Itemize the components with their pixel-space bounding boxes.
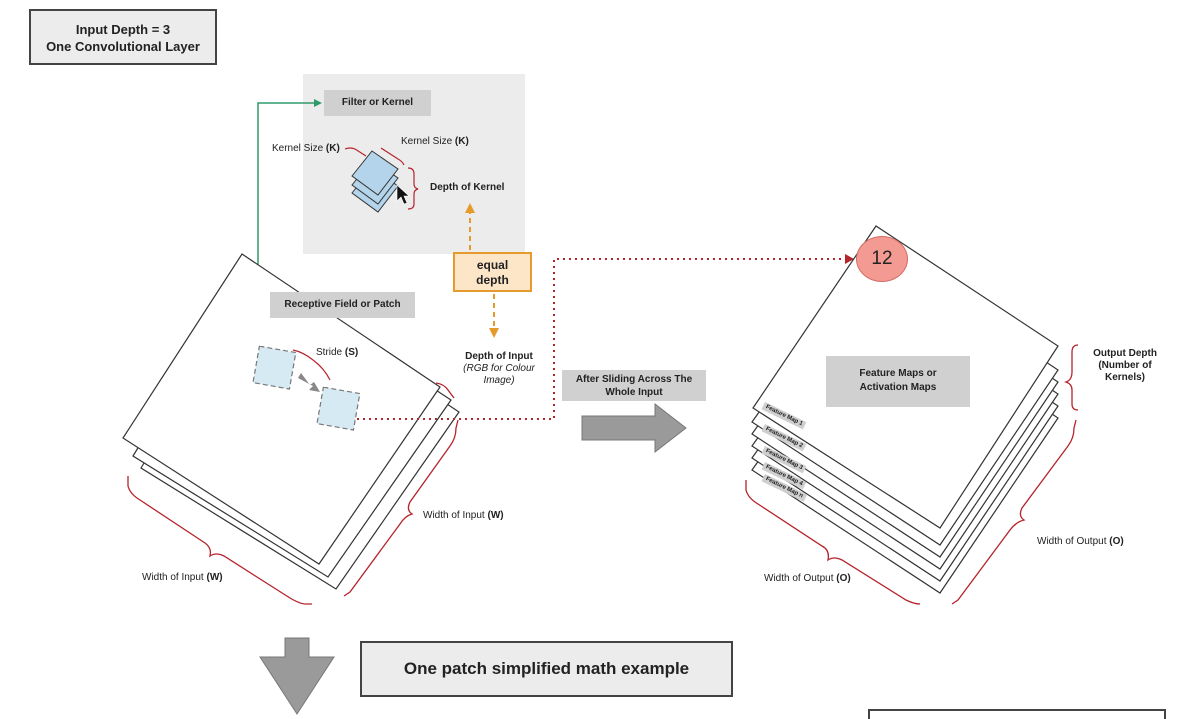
kernel-depth-brace bbox=[407, 167, 419, 210]
dotted-path bbox=[357, 258, 846, 420]
filter-label: Filter or Kernel bbox=[324, 90, 431, 116]
cursor-arrow-icon bbox=[396, 184, 410, 205]
receptive-patch-1 bbox=[252, 345, 297, 390]
output-volume bbox=[751, 225, 1059, 594]
input-width-brace-bottom bbox=[127, 476, 312, 605]
stride-label: Stride (S) bbox=[316, 347, 359, 358]
down-arrow-icon bbox=[259, 637, 335, 715]
input-width-bottom-label: Width of Input (W) bbox=[142, 572, 223, 583]
right-arrow-icon bbox=[581, 402, 687, 454]
output-width-brace-right bbox=[951, 419, 1077, 605]
feature-maps-label: Feature Maps or Activation Maps bbox=[826, 356, 970, 407]
depth-of-kernel-label: Depth of Kernel bbox=[430, 182, 505, 193]
kernel-size-brace-right bbox=[380, 147, 405, 166]
kernel-size-brace-left bbox=[344, 147, 367, 157]
output-depth-label: Output Depth (Number of Kernels) bbox=[1093, 348, 1157, 383]
after-sliding-label: After Sliding Across The Whole Input bbox=[562, 370, 706, 401]
stride-brace bbox=[292, 349, 331, 381]
output-width-bottom-label: Width of Output (O) bbox=[764, 573, 851, 584]
green-arrowhead bbox=[314, 99, 322, 107]
stride-arrow-icon bbox=[298, 373, 320, 392]
input-volume bbox=[122, 253, 460, 590]
kernel-size-right-label: Kernel Size (K) bbox=[401, 136, 469, 147]
equal-depth-box: equal depth bbox=[453, 252, 532, 292]
depth-of-input-label: Depth of Input (RGB for Colour Image) bbox=[463, 351, 535, 386]
output-width-right-label: Width of Output (O) bbox=[1037, 536, 1124, 547]
kernel-size-left-label: Kernel Size (K) bbox=[272, 143, 340, 154]
title-line-2: One Convolutional Layer bbox=[46, 39, 200, 54]
input-depth-brace bbox=[435, 382, 455, 399]
receptive-field-label: Receptive Field or Patch bbox=[270, 292, 415, 318]
partial-box bbox=[868, 709, 1166, 719]
title-box: Input Depth = 3 One Convolutional Layer bbox=[29, 9, 217, 65]
output-width-brace-bottom bbox=[745, 480, 921, 605]
input-width-brace-right bbox=[343, 419, 459, 597]
kernel-stack bbox=[351, 150, 399, 213]
math-example-box: One patch simplified math example bbox=[360, 641, 733, 697]
output-depth-brace bbox=[1063, 344, 1079, 411]
count-badge: 12 bbox=[856, 236, 908, 282]
dotted-arrowhead bbox=[845, 254, 854, 264]
receptive-patch-2 bbox=[316, 386, 361, 431]
title-line-1: Input Depth = 3 bbox=[75, 22, 171, 37]
input-width-right-label: Width of Input (W) bbox=[423, 510, 504, 521]
